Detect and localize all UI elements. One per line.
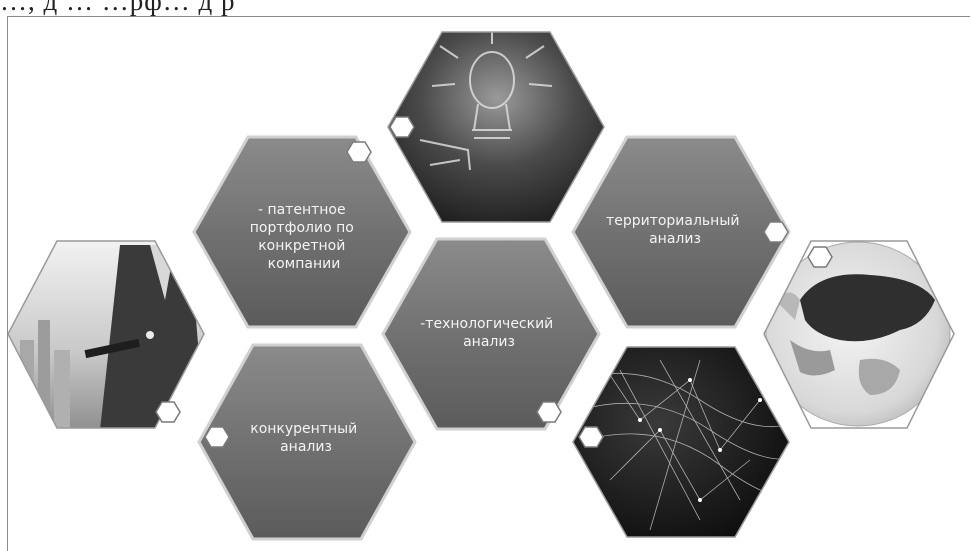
hex-territorial [571,135,791,329]
hex-network-image [572,346,790,538]
cropped-header-text: …, д … …рф… д р [0,0,236,16]
patent-label-line: портфолио по [250,220,354,236]
corner-badge [204,426,230,448]
lightbulb-sketch-icon [419,32,553,171]
corner-badge [807,246,833,268]
competitive-label: конкурентный анализ [250,421,361,455]
patent-label: - патентное портфолио по конкретной комп… [250,202,359,272]
patent-label-line: - патентное [258,202,346,218]
hex-businessman-image [7,240,205,429]
hex-globe-image [763,240,955,429]
territorial-label-line: анализ [649,231,701,247]
corner-badge [763,221,789,243]
globe-map-icon [775,274,935,395]
technological-label-line: -технологический [420,316,553,332]
territorial-label: территориальный анализ [606,213,744,247]
technological-label-line: анализ [463,334,515,350]
hex-patent-portfolio [192,135,412,329]
corner-badge [346,141,372,163]
corner-badge [155,401,181,423]
patent-label-line: конкретной [258,238,345,254]
diagram-frame [7,16,970,551]
hex-competitive [197,343,417,541]
competitive-label-line: анализ [280,439,332,455]
hex-technological [381,237,601,431]
competitive-label-line: конкурентный [250,421,357,437]
corner-badge [578,426,604,448]
patent-label-line: компании [268,256,341,272]
hex-lightbulb-image [387,31,605,223]
territorial-label-line: территориальный [606,213,739,229]
corner-badge [389,116,415,138]
corner-badge [536,401,562,423]
technological-label: -технологический анализ [420,316,557,350]
